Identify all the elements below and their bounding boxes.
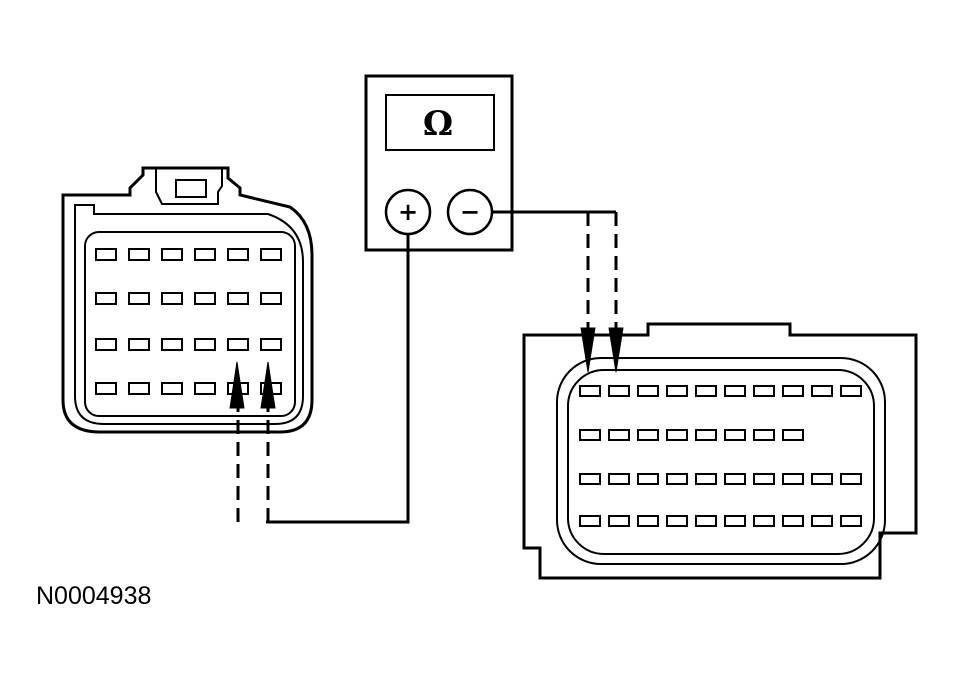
left-connector-pin-cavity [194, 382, 216, 395]
probe-tips [229, 327, 624, 409]
left-connector-pin-cavity [260, 292, 282, 305]
figure-id-label: N0004938 [36, 582, 152, 610]
right-connector-pin-cavity [782, 515, 804, 527]
right-connector-pin-cavity [724, 385, 746, 397]
right-connector-pin-cavity [724, 429, 746, 441]
right-connector-pin-cavity [695, 429, 717, 441]
right-connector-pin-cavity [724, 515, 746, 527]
left-connector-pin-cavity [260, 338, 282, 351]
right-connector-pin-cavity [666, 473, 688, 485]
right-connector-pin-cavity [666, 515, 688, 527]
left-connector-pin-cavity [95, 338, 117, 351]
right-connector-pin-cavity [811, 515, 833, 527]
left-connector-pin-cavity [128, 382, 150, 395]
right-connector-pin-cavity [782, 473, 804, 485]
left-connector-pin-cavity [128, 292, 150, 305]
right-connector-pin-cavity [811, 385, 833, 397]
left-connector-pin-cavity [161, 292, 183, 305]
right-connector-pin-cavity [753, 515, 775, 527]
right-connector-pin-cavity [608, 515, 630, 527]
wiring [266, 210, 616, 524]
right-connector-pins [579, 385, 862, 527]
left-connector-pin-cavity [227, 338, 249, 351]
left-connector-pins [95, 248, 282, 395]
ohm-symbol: Ω [423, 104, 453, 144]
right-connector-pin-cavity [666, 385, 688, 397]
left-connector-inner-shell [74, 204, 304, 425]
left-connector-pin-cavity [161, 382, 183, 395]
left-connector-pin-cavity [161, 338, 183, 351]
right-connector-inner-shell [556, 357, 886, 565]
right-probe-b-tip [608, 327, 624, 373]
left-connector-pin-cavity [95, 292, 117, 305]
right-connector-pin-cavity [724, 473, 746, 485]
left-connector-pin-cavity [194, 248, 216, 261]
right-connector-pin-cavity [608, 473, 630, 485]
right-connector-pin-cavity [811, 473, 833, 485]
right-connector-pin-cavity [753, 385, 775, 397]
positive-terminal-symbol: + [398, 197, 418, 226]
right-connector-pin-cavity [695, 473, 717, 485]
right-connector-pin-cavity [695, 385, 717, 397]
right-connector-pin-cavity [695, 515, 717, 527]
right-connector-pin-cavity [579, 429, 601, 441]
right-connector [522, 322, 918, 580]
left-connector-pin-cavity [194, 338, 216, 351]
left-connector-pin-cavity [194, 292, 216, 305]
right-connector-pin-cavity [579, 515, 601, 527]
right-connector-pin-cavity [782, 429, 804, 441]
right-connector-pin-cavity [637, 429, 659, 441]
probe-leads [236, 212, 618, 522]
left-connector-plug-face [84, 231, 296, 417]
left-connector-pin-cavity [95, 248, 117, 261]
right-connector-pin-cavity [608, 385, 630, 397]
right-connector-pin-cavity [579, 385, 601, 397]
right-connector-pin-cavity [637, 515, 659, 527]
left-probe-b-tip [260, 361, 276, 409]
multimeter-body [364, 74, 514, 252]
multimeter-display [385, 94, 495, 151]
right-connector-pin-cavity [579, 473, 601, 485]
left-connector-pin-cavity [95, 382, 117, 395]
left-connector [61, 166, 314, 434]
right-connector-outer-shell [522, 322, 918, 580]
positive-lead-wire [266, 234, 410, 524]
right-connector-pin-cavity [637, 385, 659, 397]
right-connector-pin-cavity [608, 429, 630, 441]
left-connector-pin-cavity [128, 248, 150, 261]
left-connector-pin-cavity [260, 248, 282, 261]
right-connector-pin-cavity [666, 429, 688, 441]
left-connector-pin-cavity [161, 248, 183, 261]
left-connector-latch-window [175, 179, 207, 198]
left-connector-latch [155, 168, 223, 205]
right-probe-a-tip [580, 327, 596, 373]
left-connector-pin-cavity [227, 292, 249, 305]
left-connector-pin-cavity [227, 248, 249, 261]
left-probe-a-tip [229, 361, 245, 409]
right-connector-pin-cavity [753, 429, 775, 441]
negative-terminal-symbol: − [460, 197, 480, 226]
left-connector-outer-shell [61, 166, 314, 434]
right-connector-pin-cavity [637, 473, 659, 485]
left-connector-pin-cavity [128, 338, 150, 351]
right-connector-pin-cavity [840, 473, 862, 485]
right-connector-pin-cavity [782, 385, 804, 397]
right-connector-pin-cavity [753, 473, 775, 485]
right-connector-plug-face [567, 369, 875, 555]
right-connector-pin-cavity [840, 385, 862, 397]
right-connector-pin-cavity [840, 515, 862, 527]
multimeter [364, 74, 514, 252]
